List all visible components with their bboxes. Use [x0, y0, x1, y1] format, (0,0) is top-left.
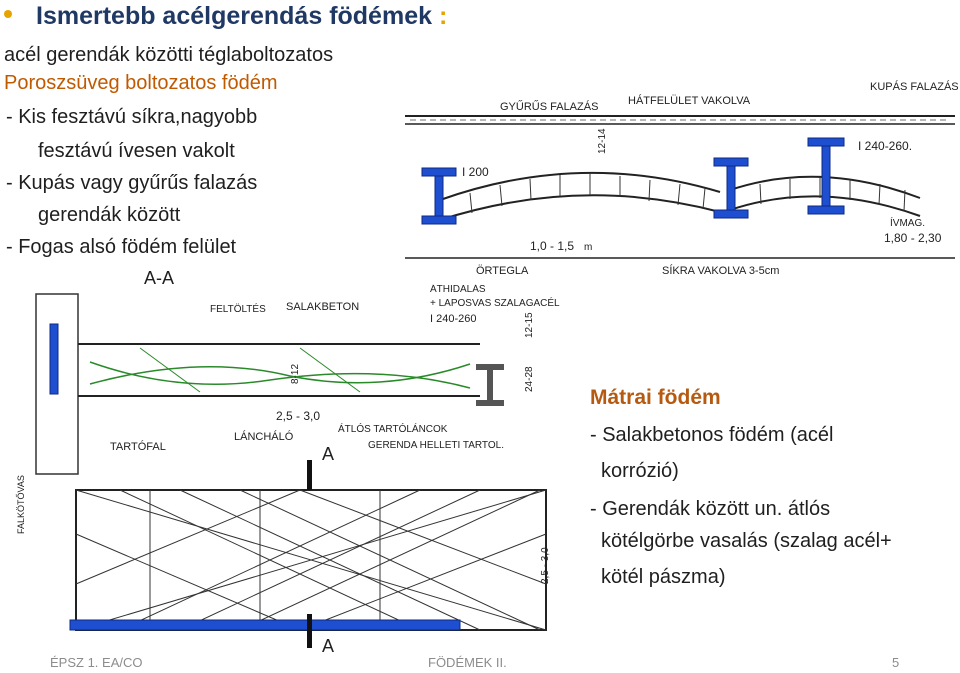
page-number: 5	[892, 655, 900, 670]
text-line-3: - Kis fesztávú síkra,nagyobb	[6, 106, 258, 128]
matrai-line-4: kötélgörbe vasalás (szalag acél+	[601, 530, 892, 552]
label-i240-bottom: I 240-260	[430, 313, 476, 325]
label-dim2530: 2,5 - 3,0	[540, 547, 551, 584]
label-span: 2,5 - 3,0	[276, 409, 320, 423]
text-line-6: gerendák között	[38, 204, 181, 226]
label-falkotovas: FALKÖTŐVAS	[16, 475, 26, 534]
page-title: Ismertebb acélgerendás födémek :	[36, 2, 447, 31]
text-line-5: - Kupás vagy gyűrűs falazás	[6, 172, 258, 194]
label-feltoltes: FELTÖLTÉS	[210, 302, 266, 315]
label-ivmag-value: 1,80 - 2,30	[884, 231, 942, 245]
label-ortegla: ÖRTEGLA	[476, 265, 529, 277]
label-dim2428: 24-28	[524, 366, 535, 392]
label-salakbeton: SALAKBETON	[286, 301, 359, 313]
cut-label-top: A	[322, 444, 334, 464]
footer-left: ÉPSZ 1. EA/CO	[50, 655, 143, 670]
matrai-title: Mátrai födém	[590, 386, 721, 409]
label-laposvas: + LAPOSVAS SZALAGACÉL	[430, 296, 560, 309]
matrai-line-2: korrózió)	[601, 460, 679, 482]
label-i200: I 200	[462, 165, 489, 179]
page-title-colon: :	[438, 2, 448, 30]
label-rise: 1,0 - 1,5	[530, 239, 574, 253]
label-gyurus: GYŰRŰS FALAZÁS	[500, 99, 598, 113]
intro-line: acél gerendák közötti téglaboltozatos	[4, 44, 334, 66]
label-lanchalo: LÁNCHÁLÓ	[234, 430, 294, 443]
footer-center: FÖDÉMEK II.	[428, 655, 507, 670]
label-athidalas: ÁTHIDALÁS	[430, 284, 486, 295]
text-line-4: fesztávú ívesen vakolt	[38, 140, 235, 162]
jack-arch-section-drawing: GYŰRŰS FALAZÁS HÁTFELÜLET VAKOLVA KUPÁS …	[405, 80, 959, 277]
label-hatfelulet: HÁTFELÜLET VAKOLVA	[628, 94, 751, 107]
page-title-text: Ismertebb acélgerendás födémek	[36, 2, 432, 30]
matrai-line-1: - Salakbetonos födém (acél	[590, 424, 834, 446]
label-dim812: 8-12	[290, 364, 301, 384]
label-ivmag: ÍVMAG.	[890, 216, 925, 229]
label-sikra: SÍKRA VAKOLVA 3-5cm	[662, 264, 779, 277]
section-label: A-A	[144, 268, 175, 288]
label-dim1215: 12-15	[524, 312, 535, 338]
text-line-7: - Fogas alsó födém felület	[6, 236, 237, 258]
label-gerenda: GERENDA HELLETI TARTOL.	[368, 440, 504, 451]
title-bullet-icon	[4, 10, 12, 18]
cut-label-bottom: A	[322, 636, 334, 654]
label-kupas: KUPÁS FALAZÁS	[870, 80, 959, 93]
label-rise-unit: m	[584, 242, 592, 253]
subtitle-line: Poroszsüveg boltozatos födém	[4, 72, 278, 94]
matrai-line-3: - Gerendák között un. átlós	[590, 498, 831, 520]
matrai-floor-drawing: A A FELTÖLTÉS SALAKBETON ÁTHIDALÁS + LAP…	[16, 284, 560, 654]
matrai-line-5: kötél pászma)	[601, 566, 726, 588]
label-dim1214: 12-14	[597, 128, 608, 154]
label-tartofal: TARTÓFAL	[110, 440, 166, 453]
label-atlos: ÁTLÓS TARTÓLÁNCOK	[338, 422, 448, 435]
label-i240: I 240-260.	[858, 139, 912, 153]
